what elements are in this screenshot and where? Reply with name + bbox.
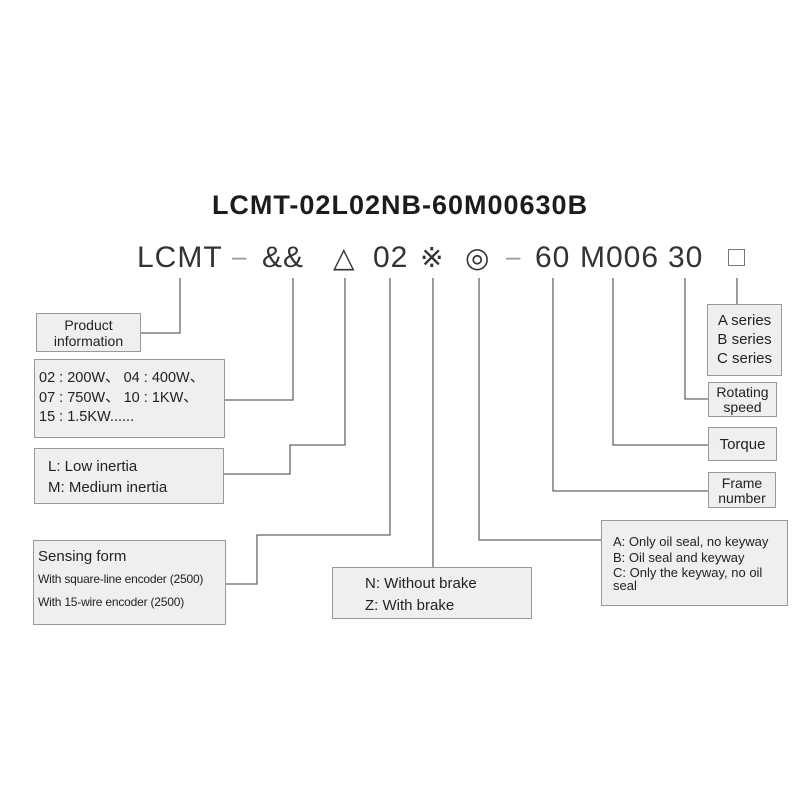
diagram-title: LCMT-02L02NB-60M00630B	[211, 190, 589, 220]
inertia-line-2: M: Medium inertia	[48, 479, 168, 496]
shaft-line-2: B: Oil seal and keyway	[613, 550, 745, 565]
shaft-line-3: C: Only the keyway, no oil seal	[613, 565, 763, 593]
torque-box: Torque	[708, 427, 777, 461]
power-line-3: 15 : 1.5KW......	[39, 409, 135, 425]
brake-line-1: N: Without brake	[365, 575, 477, 592]
code-brake: ※	[420, 242, 445, 273]
speed-line-1: Rotating	[716, 384, 769, 400]
brake-line-2: Z: With brake	[365, 597, 455, 614]
code-power: &&	[262, 241, 305, 274]
power-line-2: 07 : 750W、 10 : 1KW、	[39, 389, 198, 406]
connector-product	[141, 278, 181, 334]
speed-line-2: speed	[723, 399, 762, 415]
connector-speed	[684, 278, 708, 400]
torque-line-1: Torque	[719, 436, 766, 453]
sensing-box: Sensing form With square-line encoder (2…	[33, 540, 226, 625]
connector-frame	[552, 278, 708, 492]
frame-line-2: number	[718, 490, 766, 506]
series-box: A series B series C series	[707, 304, 782, 376]
connector-encoder	[226, 278, 391, 585]
shaft-line-1: A: Only oil seal, no keyway	[613, 534, 769, 549]
code-speed: 30	[668, 241, 704, 274]
product-info-line-2: information	[53, 333, 124, 349]
connector-power	[225, 278, 294, 401]
code-encoder: 02	[373, 241, 409, 274]
frame-box: Frame number	[708, 472, 776, 508]
code-inertia: △	[333, 242, 356, 273]
sensing-line-1: Sensing form	[38, 548, 127, 565]
series-line-1: A series	[717, 312, 772, 329]
brake-box: N: Without brake Z: With brake	[332, 567, 532, 619]
power-box: 02 : 200W、 04 : 400W、 07 : 750W、 10 : 1K…	[34, 359, 225, 438]
product-info-box: Product information	[36, 313, 141, 352]
inertia-line-1: L: Low inertia	[48, 458, 138, 475]
connector-shaft	[478, 278, 601, 541]
code-prefix: LCMT	[137, 241, 223, 274]
connector-inertia	[224, 278, 346, 475]
frame-line-1: Frame	[721, 475, 763, 491]
speed-box: Rotating speed	[708, 382, 777, 417]
product-info-line-1: Product	[64, 317, 113, 333]
code-dash-1: –	[232, 241, 248, 271]
sensing-line-2: With square-line encoder (2500)	[38, 572, 204, 586]
inertia-box: L: Low inertia M: Medium inertia	[34, 448, 224, 504]
code-dash-2: –	[506, 241, 522, 271]
code-torque: M006	[580, 241, 660, 274]
shaft-box: A: Only oil seal, no keyway B: Oil seal …	[601, 520, 788, 606]
code-shaft: ◎	[465, 242, 491, 273]
series-line-3: C series	[716, 350, 772, 367]
power-line-1: 02 : 200W、 04 : 400W、	[39, 370, 205, 386]
connector-torque	[612, 278, 708, 446]
sensing-line-3: With 15-wire encoder (2500)	[38, 595, 185, 609]
code-series-square	[728, 249, 745, 266]
series-line-2: B series	[717, 331, 772, 348]
code-frame: 60	[535, 241, 571, 274]
